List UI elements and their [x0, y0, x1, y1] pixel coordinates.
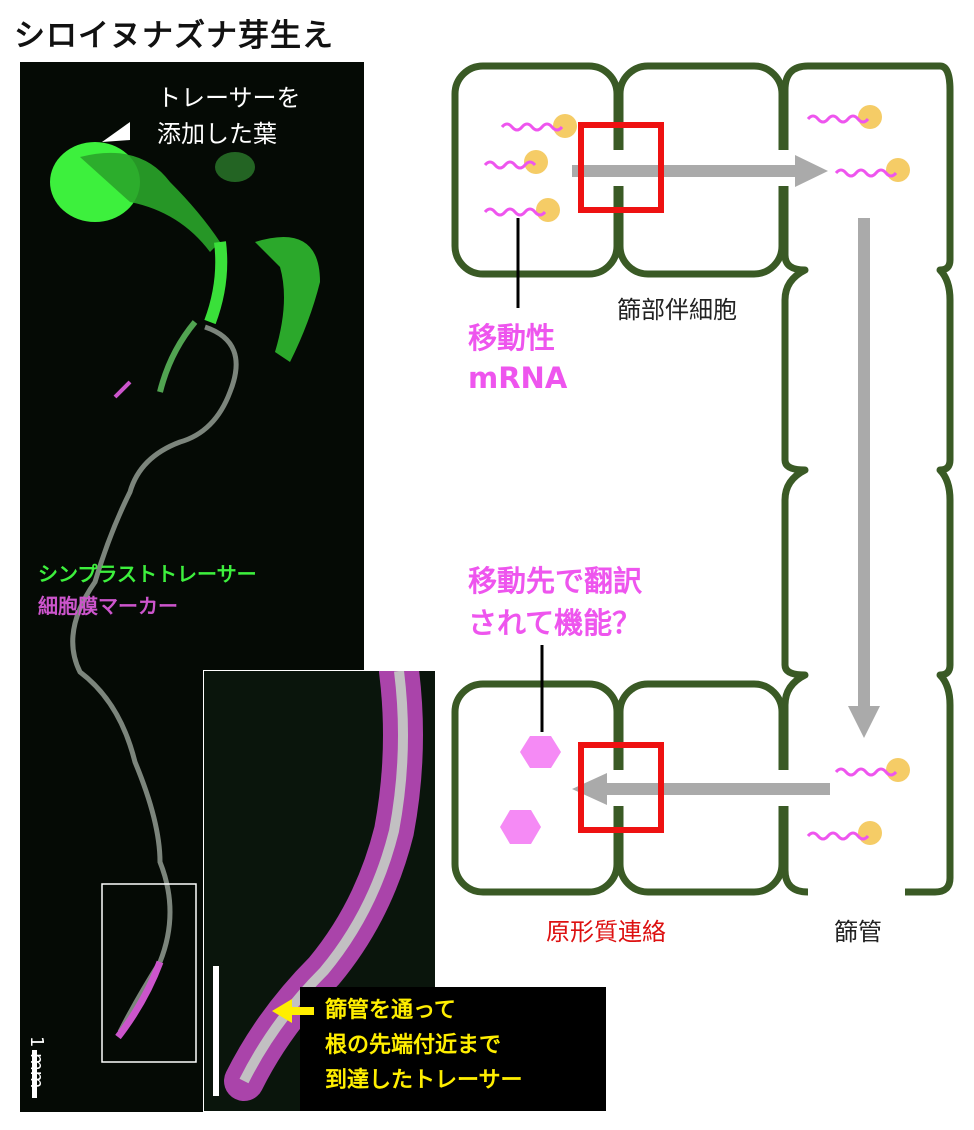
legend-membrane: 細胞膜マーカー	[38, 594, 178, 618]
legend-tracer: シンプラストトレーサー	[38, 562, 257, 586]
sieve-tube-label: 篩管	[834, 918, 882, 946]
protein-hexagons	[500, 736, 561, 844]
callout-box	[300, 987, 606, 1111]
mobile-mrna-label: 移動性 mRNA	[468, 321, 568, 395]
sieve-tube-right-wall	[808, 62, 954, 896]
treated-leaf-label: トレーサーを 添加した葉	[157, 84, 301, 148]
seedling-image	[32, 122, 320, 1098]
sieve-tube-left-wall	[781, 62, 809, 896]
page-title: シロイヌナズナ芽生え	[14, 18, 334, 54]
arrowhead-icon	[102, 122, 130, 142]
plasmodesmata-highlight-bottom	[578, 742, 664, 833]
plasmodesmata-label: 原形質連絡	[546, 918, 666, 946]
companion-cell-label: 篩部伴細胞	[617, 296, 737, 324]
plasmodesmata-highlight-top	[578, 122, 664, 213]
callout-text: 篩管を通って 根の先端付近まで 到達したトレーサー	[325, 998, 523, 1093]
root-tip-image	[213, 671, 423, 1101]
mrna-molecules	[483, 105, 910, 845]
arrow-left-icon	[272, 999, 314, 1023]
translation-label: 移動先で翻訳 されて機能？	[468, 564, 643, 640]
